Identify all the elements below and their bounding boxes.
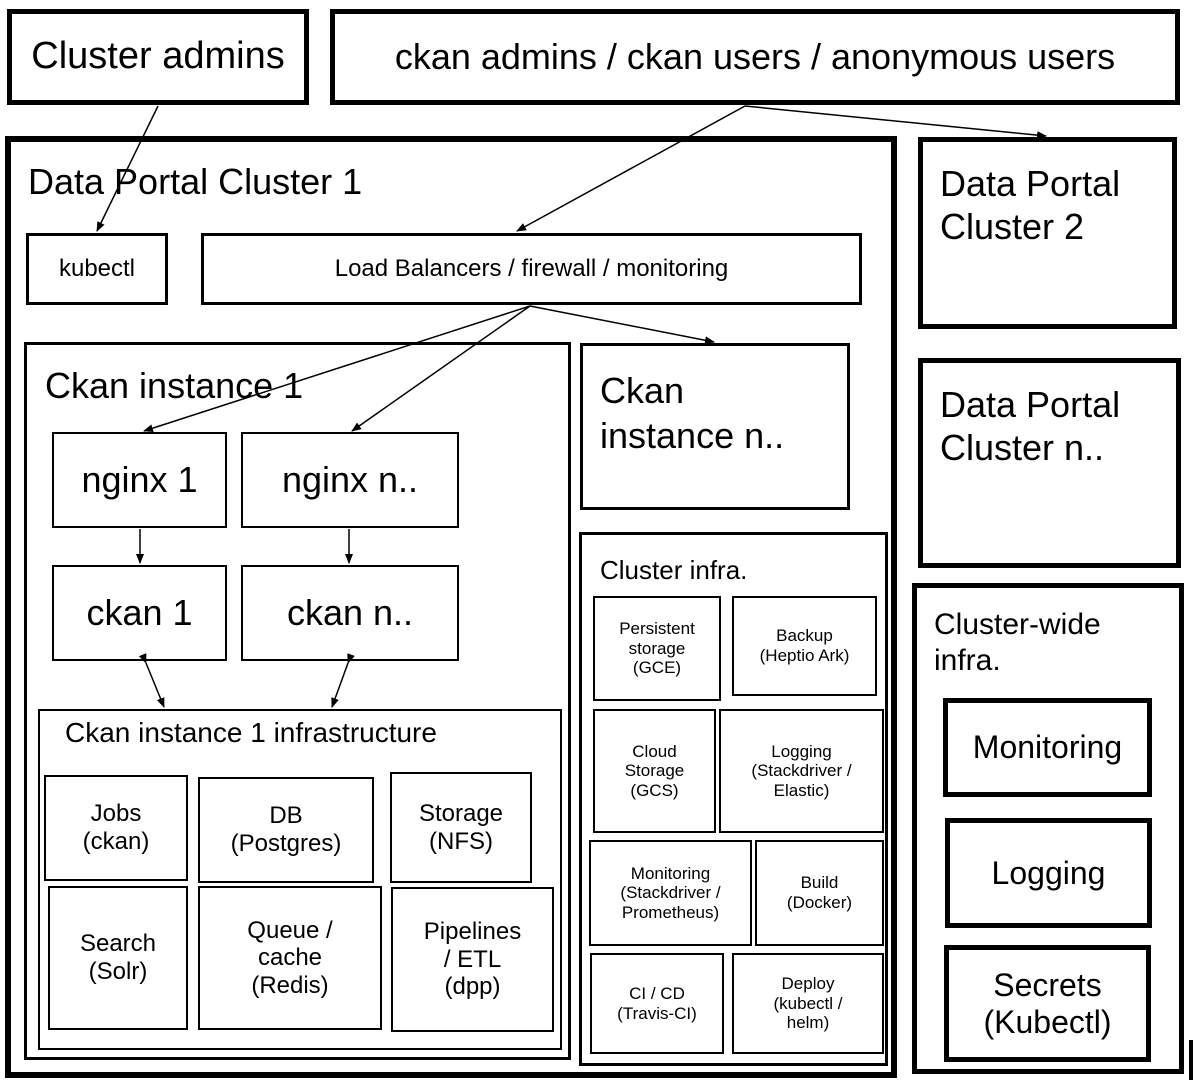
data-portal-cluster-2	[918, 137, 1177, 329]
storage-label: Storage (NFS)	[418, 799, 504, 855]
monitoring-label: Monitoring	[972, 729, 1123, 766]
jobs-box: Jobs (ckan)	[44, 775, 188, 881]
users-box: ckan admins / ckan users / anonymous use…	[330, 9, 1180, 105]
nginx-n-label: nginx n..	[281, 459, 419, 501]
load-balancers-box: Load Balancers / firewall / monitoring	[201, 233, 862, 305]
users-label: ckan admins / ckan users / anonymous use…	[394, 36, 1116, 78]
cluster-n-label: Data Portal Cluster n..	[940, 384, 1121, 469]
data-portal-cluster-n	[918, 358, 1181, 568]
cluster-wide-infra-title: Cluster-wide infra.	[934, 608, 1101, 677]
logging-box: Logging	[945, 818, 1152, 928]
backup-box: Backup (Heptio Ark)	[732, 596, 877, 696]
kubectl-box: kubectl	[26, 233, 168, 305]
db-box: DB (Postgres)	[198, 777, 374, 883]
ci-cd-label: CI / CD (Travis-CI)	[617, 983, 697, 1023]
logging-label: Logging	[991, 854, 1106, 891]
nginx-1-box: nginx 1	[52, 432, 227, 528]
storage-box: Storage (NFS)	[390, 772, 532, 883]
cluster-infra-title: Cluster infra.	[600, 555, 748, 585]
search-label: Search (Solr)	[79, 930, 157, 985]
search-box: Search (Solr)	[48, 886, 188, 1030]
build-box: Build (Docker)	[755, 840, 884, 946]
nginx-1-label: nginx 1	[81, 459, 198, 501]
nginx-n-box: nginx n..	[241, 432, 459, 528]
ckan-instance-1-title: Ckan instance 1	[45, 365, 304, 406]
queue-cache-label: Queue / cache (Redis)	[247, 916, 333, 999]
cluster-admins-label: Cluster admins	[31, 35, 285, 78]
pipelines-box: Pipelines / ETL (dpp)	[391, 887, 554, 1032]
secrets-box: Secrets (Kubectl)	[944, 945, 1151, 1062]
cluster-admins-box: Cluster admins	[7, 9, 309, 105]
deploy-box: Deploy (kubectl / helm)	[732, 953, 884, 1054]
persistent-storage-label: Persistent storage (GCE)	[619, 619, 695, 678]
jobs-label: Jobs (ckan)	[82, 800, 150, 855]
kubectl-label: kubectl	[58, 255, 136, 283]
ci-cd-box: CI / CD (Travis-CI)	[590, 953, 724, 1054]
infrastructure-title: Ckan instance 1 infrastructure	[65, 717, 437, 748]
load-balancers-label: Load Balancers / firewall / monitoring	[334, 255, 729, 283]
ckan-instance-n-box	[580, 343, 850, 510]
arrow-users-to-cluster-2	[744, 105, 1047, 140]
monitoring-infra-label: Monitoring (Stackdriver / Prometheus)	[620, 863, 721, 922]
ckan-1-label: ckan 1	[86, 592, 193, 634]
secrets-label: Secrets (Kubectl)	[983, 966, 1112, 1040]
cloud-storage-label: Cloud Storage (GCS)	[624, 741, 685, 800]
db-label: DB (Postgres)	[230, 802, 342, 857]
cluster-1-title: Data Portal Cluster 1	[28, 161, 363, 202]
backup-label: Backup (Heptio Ark)	[759, 626, 850, 665]
edge-mark	[1189, 1040, 1193, 1080]
cloud-storage-box: Cloud Storage (GCS)	[593, 709, 716, 833]
persistent-storage-box: Persistent storage (GCE)	[593, 596, 721, 701]
queue-cache-box: Queue / cache (Redis)	[198, 886, 382, 1030]
logging-infra-label: Logging (Stackdriver / Elastic)	[751, 741, 852, 800]
monitoring-infra-box: Monitoring (Stackdriver / Prometheus)	[589, 840, 752, 946]
build-label: Build (Docker)	[786, 873, 853, 912]
ckan-1-box: ckan 1	[52, 565, 227, 661]
deploy-label: Deploy (kubectl / helm)	[773, 974, 843, 1033]
logging-infra-box: Logging (Stackdriver / Elastic)	[719, 709, 884, 833]
monitoring-box: Monitoring	[943, 698, 1152, 797]
pipelines-label: Pipelines / ETL (dpp)	[423, 918, 522, 1001]
ckan-instance-n-label: Ckan instance n..	[600, 370, 785, 456]
cluster-2-label: Data Portal Cluster 2	[940, 163, 1121, 248]
ckan-n-box: ckan n..	[241, 565, 459, 661]
ckan-n-label: ckan n..	[286, 592, 414, 634]
